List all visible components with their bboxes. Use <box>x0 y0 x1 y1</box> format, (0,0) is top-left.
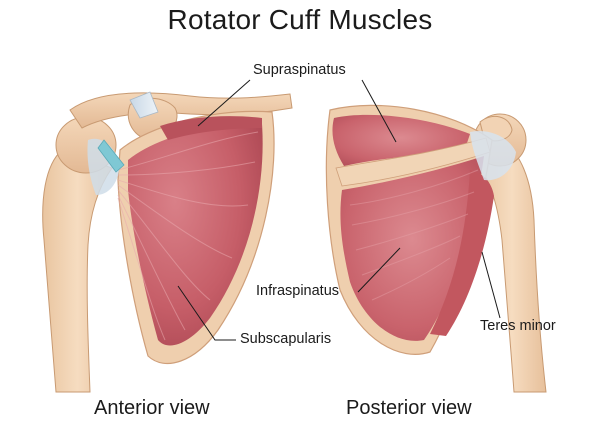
label-infraspinatus: Infraspinatus <box>256 283 340 299</box>
leader-supraspinatus-left <box>197 79 251 127</box>
supraspinatus-anterior <box>160 116 262 140</box>
label-subscapularis: Subscapularis <box>240 331 332 347</box>
coracoclavicular-ligament <box>129 91 159 119</box>
leader-supraspinatus-right <box>361 79 397 143</box>
label-teres-minor: Teres minor <box>480 318 556 334</box>
leader-subscapularis <box>177 285 236 341</box>
humerus-right <box>477 139 547 393</box>
caption-anterior-view: Anterior view <box>94 397 210 419</box>
infraspinatus-fibres <box>349 169 479 301</box>
humerus-left <box>42 149 113 393</box>
label-supraspinatus: Supraspinatus <box>253 62 346 78</box>
diagram-title: Rotator Cuff Muscles <box>167 4 433 35</box>
subscapularis-muscle <box>128 123 263 346</box>
posterior-tendon-cap <box>470 130 516 181</box>
leader-teres-minor <box>481 251 501 319</box>
biceps-tendon-left <box>97 139 125 173</box>
posterior-shoulder <box>325 104 547 393</box>
subscapularis-fibres <box>117 131 259 341</box>
caption-posterior-view: Posterior view <box>346 397 472 419</box>
leader-lines <box>177 79 501 341</box>
teres-minor-muscle <box>430 170 494 336</box>
leader-infraspinatus <box>357 247 401 293</box>
anterior-shoulder <box>42 91 293 393</box>
